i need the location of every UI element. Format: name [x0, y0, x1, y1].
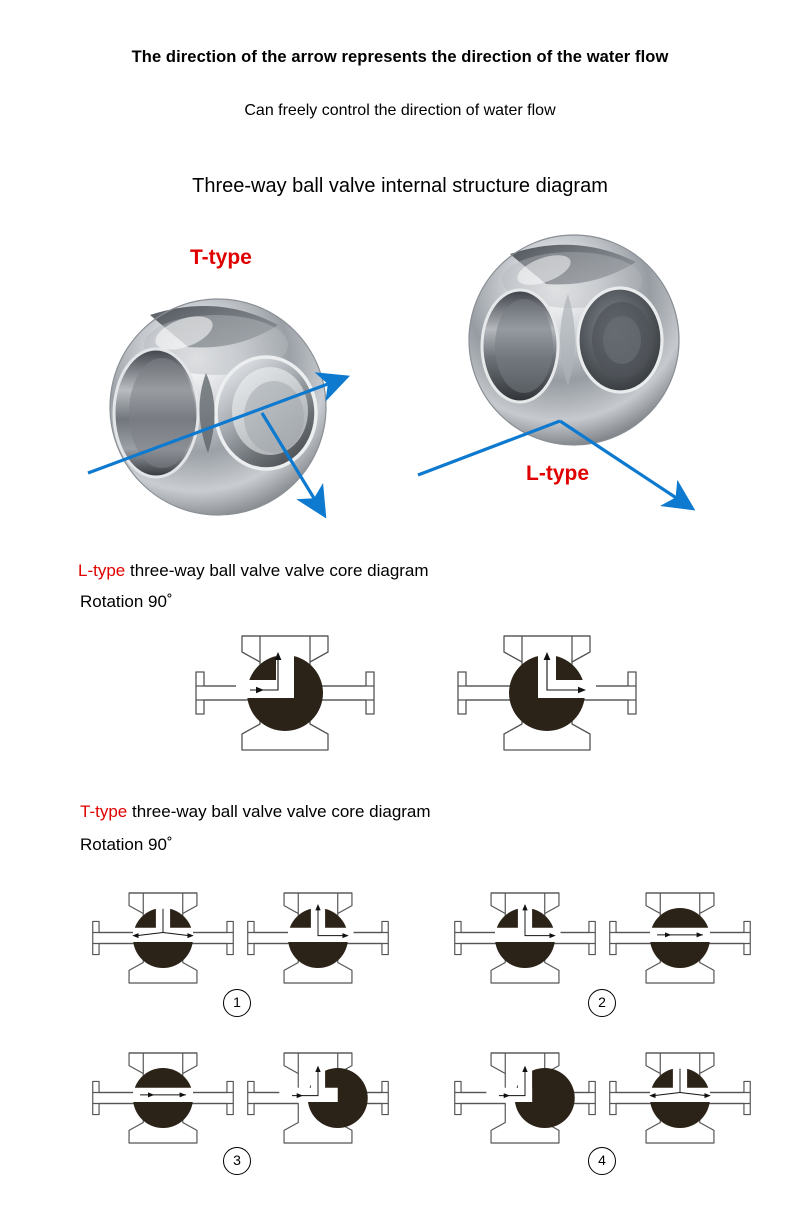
page-title-primary: The direction of the arrow represents th… — [131, 48, 669, 66]
section-type-label-t: T-type — [80, 802, 128, 821]
valve-diagram-t-4a — [454, 1052, 596, 1144]
diagram-number-3: 3 — [223, 1147, 251, 1175]
valve-diagram-t-3b — [247, 1052, 389, 1144]
section-title-structure: Three-way ball valve internal structure … — [192, 175, 608, 197]
section-header-l-type: L-type three-way ball valve valve core d… — [78, 561, 429, 581]
section-rotation-t: Rotation 90˚ — [80, 835, 173, 854]
diagram-number-4: 4 — [588, 1147, 616, 1175]
valve-diagram-t-2b — [609, 892, 751, 984]
diagram-number-1: 1 — [223, 989, 251, 1017]
page-subtitle: Can freely control the direction of wate… — [244, 102, 556, 119]
diagram-number-2: 2 — [588, 989, 616, 1017]
section-title-t: three-way ball valve valve core diagram — [127, 802, 431, 821]
l-type-flow-arrow — [417, 419, 696, 511]
t-type-ball-photo — [109, 298, 327, 516]
section-rotation-l: Rotation 90˚ — [80, 592, 173, 611]
section-title-l: three-way ball valve valve core diagram — [125, 561, 429, 580]
valve-diagram-t-1b — [247, 892, 389, 984]
valve-diagram-t-3a — [92, 1052, 234, 1144]
valve-diagram-t-4b — [609, 1052, 751, 1144]
valve-diagram-l-1 — [195, 635, 375, 751]
t-type-flow-arrows — [87, 372, 351, 519]
label-l-type: L-type — [526, 462, 589, 485]
section-type-label-l: L-type — [78, 561, 126, 580]
l-type-ball-photo — [468, 234, 680, 446]
valve-diagram-l-2 — [457, 635, 637, 751]
valve-diagram-t-1a — [92, 892, 234, 984]
label-t-type: T-type — [190, 246, 252, 269]
valve-diagram-t-2a — [454, 892, 596, 984]
section-header-t-type: T-type three-way ball valve valve core d… — [80, 802, 431, 822]
